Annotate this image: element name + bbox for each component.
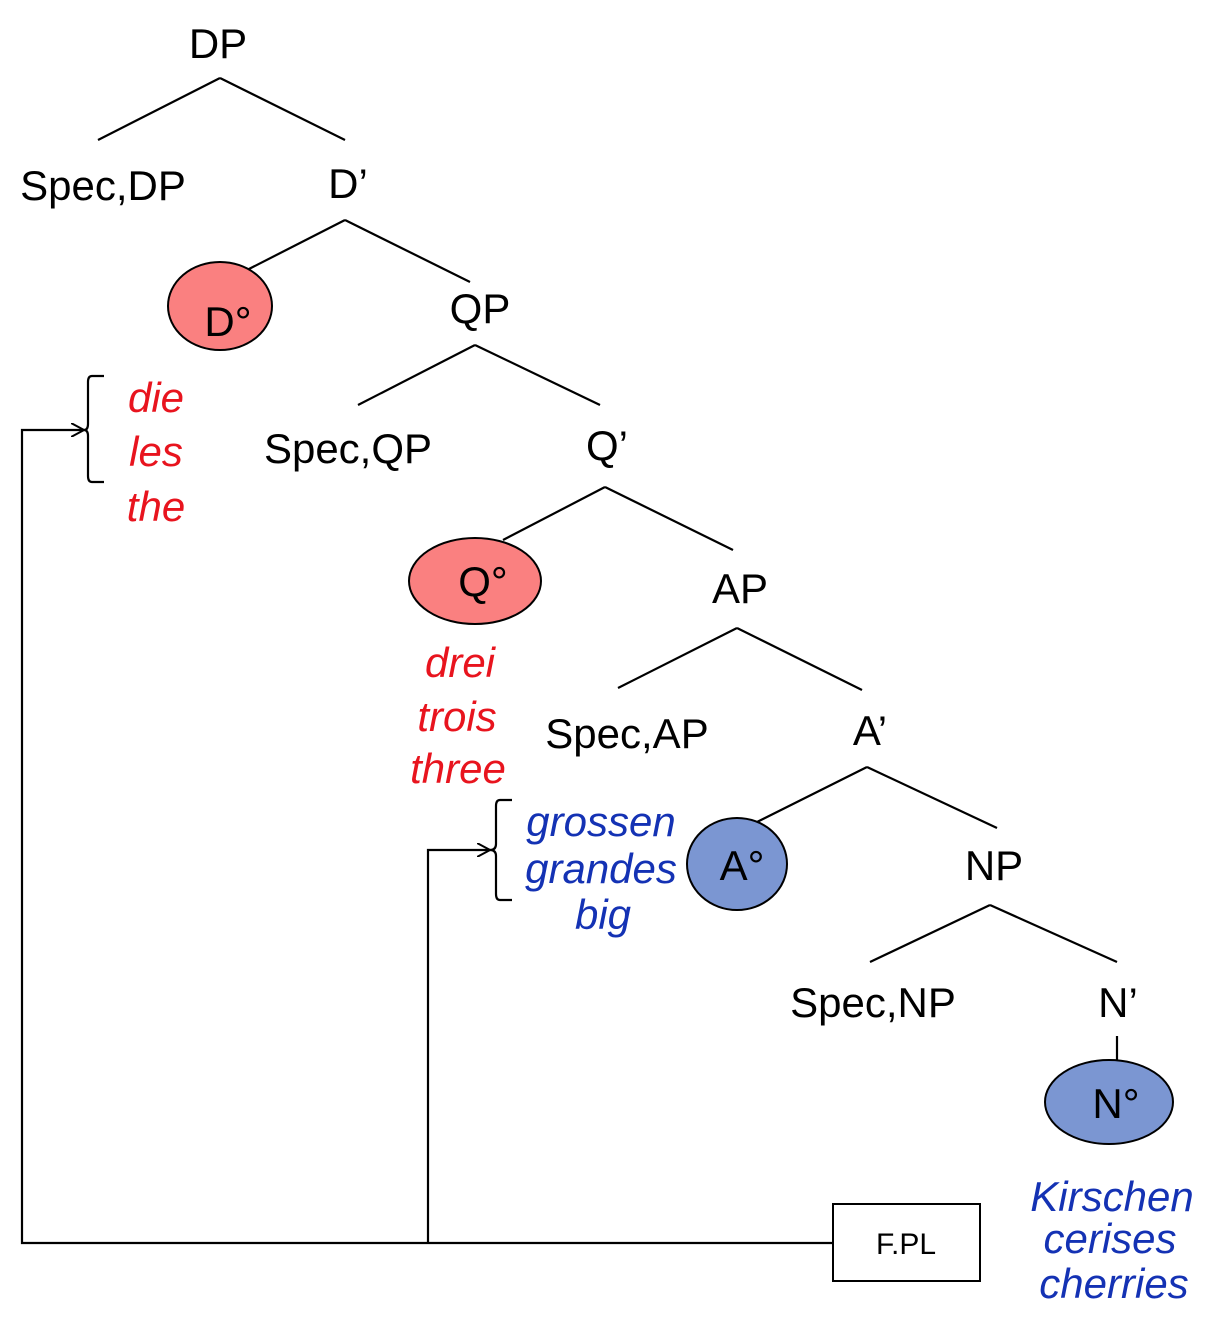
quantifier-words: drei trois three — [410, 639, 506, 792]
word-noun-french: cerises — [1043, 1215, 1176, 1262]
edge-dp-dbar — [219, 77, 346, 141]
node-q-bar: Q’ — [586, 422, 628, 469]
node-spec-dp: Spec,DP — [20, 162, 186, 209]
node-a-head: A° — [720, 842, 765, 889]
agreement-line-adjective — [426, 850, 490, 1243]
word-determiner-german: die — [128, 374, 184, 421]
feature-box: F.PL — [832, 1203, 981, 1282]
a-head-circle — [686, 817, 788, 911]
edge-dbar-qp — [344, 219, 471, 283]
node-np: NP — [965, 842, 1023, 889]
agreement-lines — [20, 430, 833, 1245]
edge-abar-ahead — [744, 766, 868, 829]
noun-words: Kirschen cerises cherries — [1030, 1173, 1193, 1307]
word-quantifier-german: drei — [425, 639, 497, 686]
word-adjective-german: grossen — [526, 798, 675, 845]
node-qp: QP — [450, 285, 511, 332]
word-determiner-english: the — [127, 483, 185, 530]
brace-adjectives — [489, 798, 512, 902]
edge-qp-qbar — [474, 344, 601, 406]
brace-determiners — [83, 374, 104, 484]
edge-qbar-qhead — [502, 486, 606, 541]
node-dp: DP — [189, 20, 247, 67]
node-d-head: D° — [204, 298, 251, 345]
edge-dbar-dhead — [246, 219, 346, 271]
d-head-circle — [167, 261, 273, 351]
node-ap: AP — [712, 565, 768, 612]
edge-ap-spec — [617, 627, 738, 689]
edge-ap-abar — [736, 627, 863, 691]
word-adjective-french: grandes — [525, 845, 677, 892]
edge-np-spec — [869, 904, 991, 963]
edge-np-nbar — [989, 903, 1118, 964]
adjective-words: grossen grandes big — [525, 798, 677, 938]
edge-qbar-ap — [604, 486, 734, 551]
node-d-bar: D’ — [328, 160, 368, 207]
edge-dp-spec — [97, 77, 221, 141]
node-spec-ap: Spec,AP — [545, 710, 708, 757]
node-n-head: N° — [1092, 1080, 1139, 1127]
word-adjective-english: big — [575, 891, 631, 938]
feature-box-label: F.PL — [876, 1228, 936, 1261]
feature-box-frame — [832, 1203, 981, 1282]
node-spec-qp: Spec,QP — [264, 425, 432, 472]
node-spec-np: Spec,NP — [790, 979, 956, 1026]
edge-qp-spec — [357, 344, 476, 406]
n-head-circle — [1044, 1059, 1174, 1145]
word-quantifier-french: trois — [417, 693, 496, 740]
node-q-head: Q° — [458, 558, 507, 605]
node-a-bar: A’ — [853, 707, 887, 754]
word-noun-german: Kirschen — [1030, 1173, 1193, 1220]
word-quantifier-english: three — [410, 745, 506, 792]
determiner-words: die les the — [127, 374, 185, 530]
word-determiner-french: les — [129, 428, 183, 475]
edge-abar-np — [866, 766, 998, 829]
word-noun-english: cherries — [1039, 1260, 1188, 1307]
q-head-circle — [408, 537, 542, 625]
node-n-bar: N’ — [1098, 979, 1138, 1026]
tree-edges — [97, 77, 1119, 1064]
node-labels: DP Spec,DP D’ D° QP Spec,QP Q’ Q° AP Spe… — [20, 20, 1139, 1127]
